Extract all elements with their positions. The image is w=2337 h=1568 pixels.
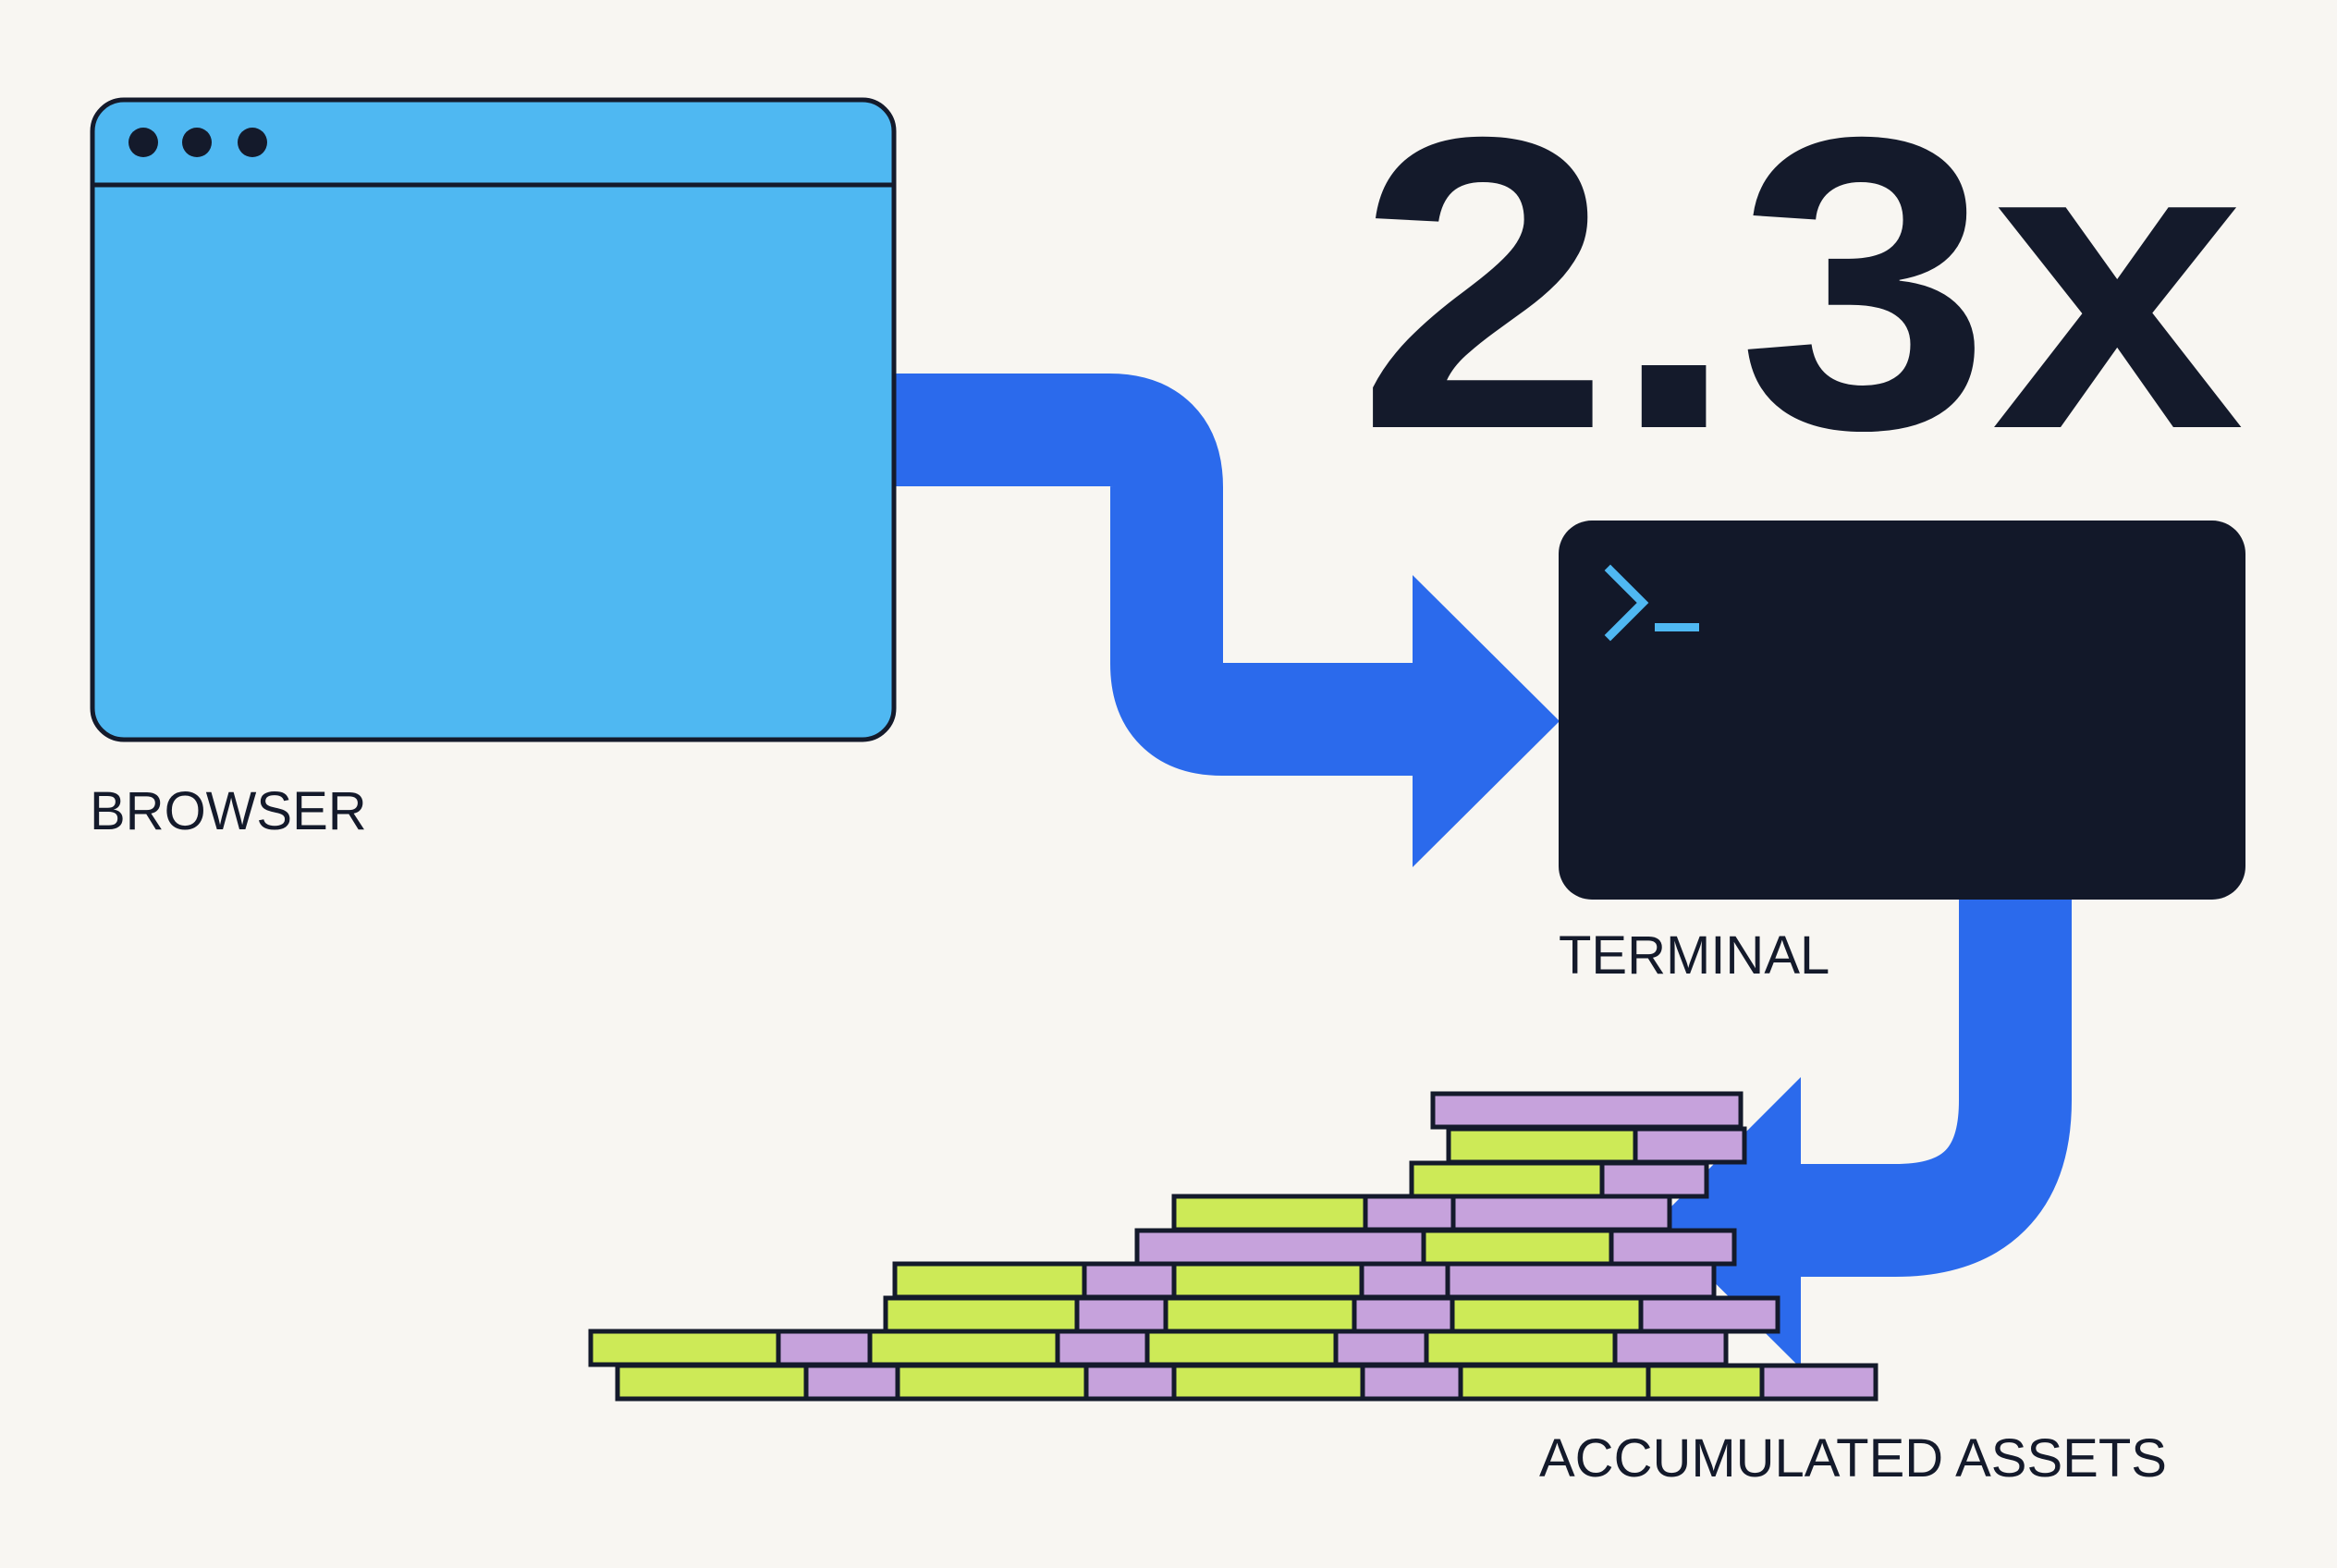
- asset-brick-purple: [1450, 1194, 1672, 1232]
- terminal-window: [1559, 521, 2245, 900]
- asset-brick-green: [1646, 1363, 1765, 1402]
- asset-brick-green: [1409, 1160, 1605, 1199]
- asset-brick-green: [615, 1363, 809, 1402]
- asset-brick-green: [1446, 1126, 1638, 1165]
- asset-brick-green: [1421, 1228, 1614, 1267]
- asset-brick-stack: [588, 1091, 1878, 1402]
- asset-brick-purple: [1612, 1329, 1729, 1367]
- asset-brick-green: [1171, 1261, 1364, 1300]
- asset-brick-purple: [1759, 1363, 1878, 1402]
- browser-to-terminal-arrow: [892, 374, 1560, 867]
- asset-brick-purple: [803, 1363, 900, 1402]
- asset-brick-purple: [1074, 1295, 1168, 1334]
- browser-window: [90, 97, 897, 742]
- asset-brick-green: [892, 1261, 1087, 1300]
- terminal-prompt-icon: [1604, 564, 1699, 642]
- asset-brick-purple: [1633, 1126, 1747, 1165]
- asset-brick-purple: [1083, 1363, 1177, 1402]
- asset-brick-purple: [1352, 1295, 1455, 1334]
- asset-brick-green: [1171, 1194, 1368, 1232]
- asset-brick-green: [1450, 1295, 1644, 1334]
- asset-brick-purple: [1638, 1295, 1780, 1334]
- flow-arrow-icon: [1413, 575, 1560, 867]
- asset-brick-purple: [1360, 1363, 1463, 1402]
- flow-arrow-icon: [1655, 1077, 1801, 1368]
- headline-multiplier: 2.3x: [1357, 52, 2247, 516]
- asset-brick-purple: [1609, 1228, 1737, 1267]
- window-dots-icon: [128, 128, 267, 157]
- browser-label: BROWSER: [90, 781, 367, 841]
- asset-brick-green: [1163, 1295, 1357, 1334]
- asset-brick-purple: [1134, 1228, 1426, 1267]
- terminal-to-assets-arrow: [1655, 888, 2072, 1368]
- asset-brick-green: [867, 1329, 1060, 1367]
- asset-brick-green: [883, 1295, 1080, 1334]
- asset-brick-purple: [1599, 1160, 1709, 1199]
- asset-brick-purple: [1082, 1261, 1177, 1300]
- asset-brick-purple: [1445, 1261, 1717, 1300]
- asset-brick-green: [1424, 1329, 1618, 1367]
- asset-brick-green: [1458, 1363, 1651, 1402]
- asset-brick-green: [1144, 1329, 1339, 1367]
- asset-brick-green: [895, 1363, 1089, 1402]
- terminal-label: TERMINAL: [1559, 925, 1829, 986]
- asset-brick-purple: [1430, 1091, 1744, 1130]
- asset-brick-purple: [1359, 1261, 1450, 1300]
- asset-brick-purple: [1363, 1194, 1456, 1232]
- asset-brick-green: [588, 1329, 781, 1367]
- asset-brick-purple: [1333, 1329, 1429, 1367]
- asset-brick-purple: [776, 1329, 873, 1367]
- asset-brick-green: [1171, 1363, 1365, 1402]
- assets-label: ACCUMULATED ASSETS: [1539, 1428, 2167, 1488]
- asset-brick-purple: [1055, 1329, 1150, 1367]
